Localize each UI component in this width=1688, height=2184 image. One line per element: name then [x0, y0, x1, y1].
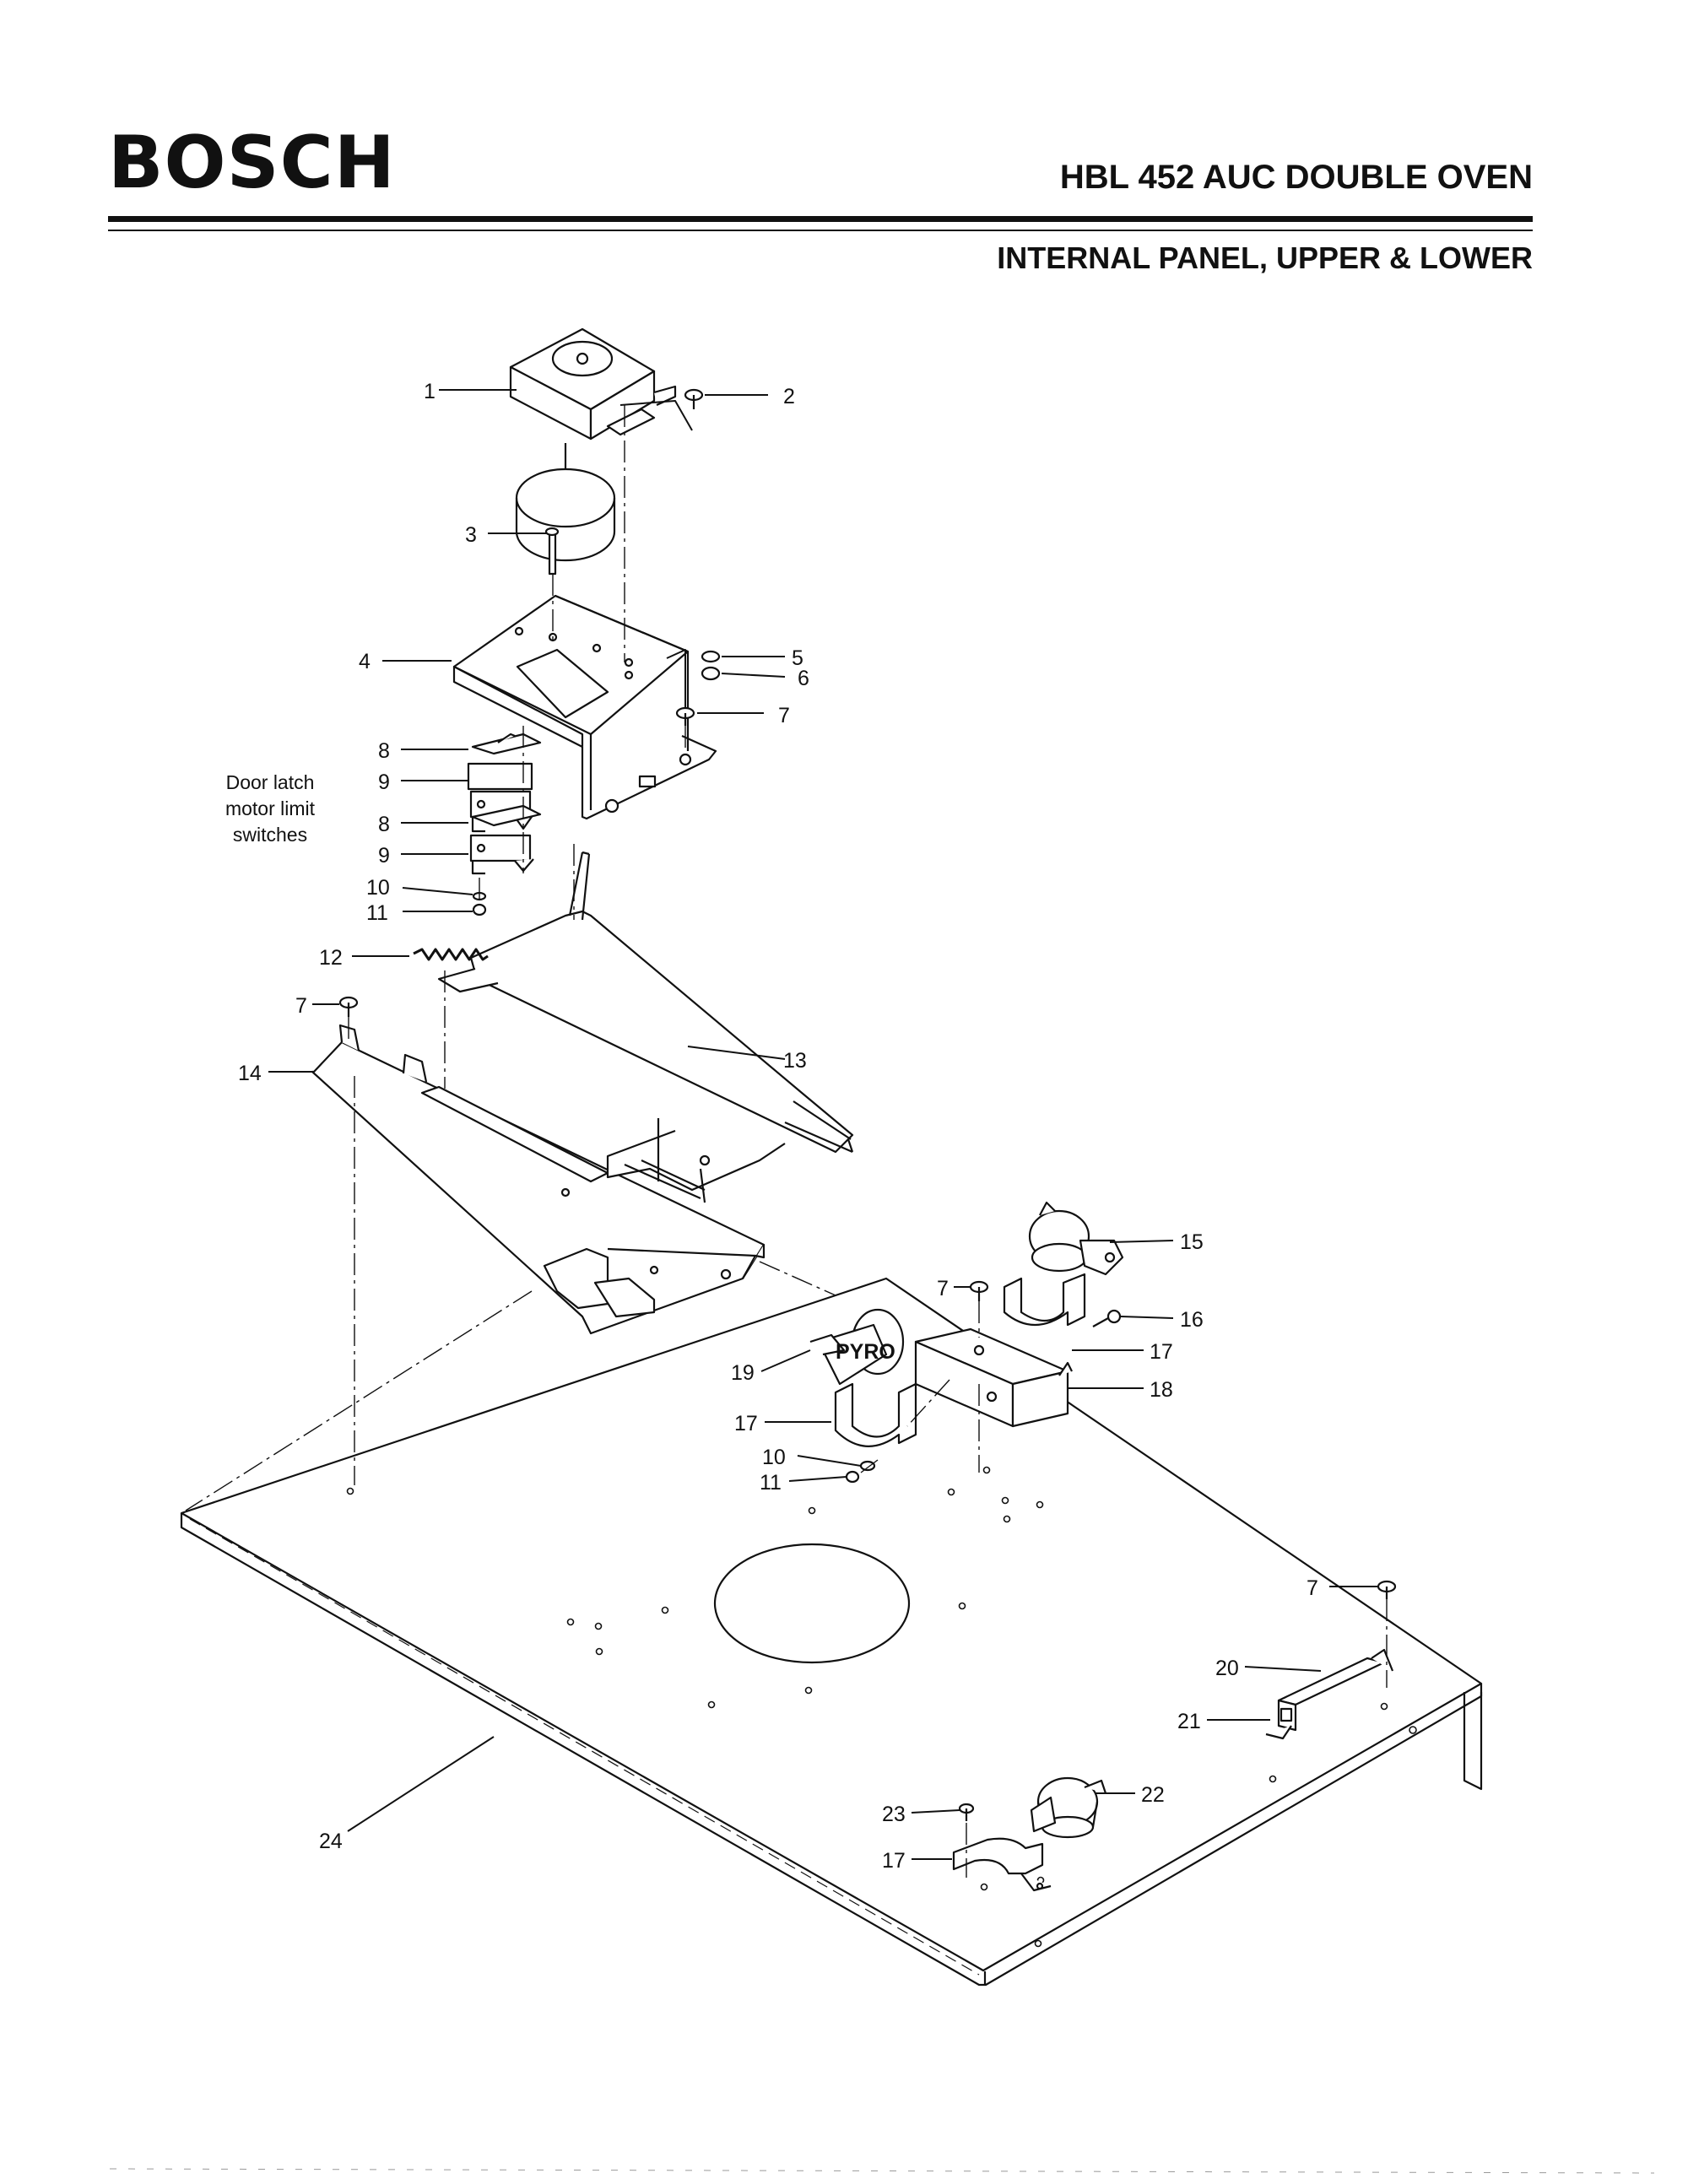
callout-number: 18	[1150, 1378, 1173, 1402]
nut-11-b	[845, 1470, 860, 1484]
callout-number: 5	[792, 646, 803, 670]
callout-number: 2	[783, 385, 795, 408]
small-hardware	[338, 388, 1397, 1821]
switch-note-line: motor limit	[225, 797, 316, 819]
callout-number: 10	[762, 1446, 786, 1469]
screw-23	[958, 1803, 975, 1821]
switch-note: Door latch motor limit switches	[207, 770, 333, 848]
clip-17-lower	[952, 1837, 1052, 1892]
header-rule-thick	[108, 216, 1533, 222]
callout-number: 7	[295, 994, 307, 1018]
callout-number: 23	[882, 1803, 906, 1826]
screw-2	[684, 388, 704, 409]
callout-number: 6	[798, 667, 809, 690]
callout-number: 7	[778, 704, 790, 727]
switch-note-line: Door latch	[225, 771, 315, 793]
callout-number: 22	[1141, 1783, 1165, 1807]
screw-7-b	[338, 996, 359, 1017]
callout-number: 20	[1215, 1657, 1239, 1680]
assembly-lines	[185, 405, 1388, 1878]
motor-bracket-4	[452, 594, 717, 820]
washer-5	[701, 650, 721, 663]
callout-number: 15	[1180, 1230, 1204, 1254]
callout-number: 9	[378, 844, 390, 868]
screw-7-d	[1377, 1580, 1397, 1599]
latch-rail-14	[311, 1024, 766, 1335]
leader-lines	[268, 389, 1377, 1860]
thermostat-bracket-18	[914, 1327, 1073, 1428]
callout-number: 1	[424, 380, 436, 403]
callout-number: 14	[238, 1062, 262, 1085]
nut-11-a	[472, 903, 487, 916]
callout-number: 13	[783, 1049, 807, 1073]
brand-logo: BOSCH	[108, 121, 396, 205]
panel-mounting-holes	[346, 1466, 1417, 1948]
pyro-label: PYRO	[836, 1340, 895, 1364]
scan-edge-line	[109, 2168, 1655, 2174]
callout-number: 4	[359, 650, 371, 673]
callout-number: 7	[937, 1277, 949, 1300]
screw-7-c	[969, 1280, 989, 1301]
callout-number: 8	[378, 813, 390, 836]
callout-number: 10	[366, 876, 390, 900]
callout-number: 16	[1180, 1308, 1204, 1332]
pyro-thermostat-19: PYRO	[809, 1308, 905, 1386]
latch-lever-13	[437, 851, 854, 1203]
washer-10-b	[859, 1460, 876, 1472]
callout-number: 17	[882, 1849, 906, 1873]
callout-number: 24	[319, 1830, 343, 1853]
callout-number: 3	[465, 523, 477, 547]
callout-number: 19	[731, 1361, 755, 1385]
thermostat-22	[1030, 1776, 1107, 1839]
header-rule-thin	[108, 230, 1533, 231]
callout-number: 17	[734, 1412, 758, 1435]
screw-7-a	[675, 706, 695, 726]
callout-number: 9	[378, 770, 390, 794]
clip-17-upper	[1003, 1273, 1086, 1327]
limit-switch-group-lower	[469, 804, 542, 875]
callout-number: 11	[366, 901, 388, 925]
thermostat-15	[1028, 1201, 1124, 1276]
callout-number: 7	[1307, 1576, 1318, 1600]
clip-17-left	[834, 1382, 917, 1447]
callout-number: 11	[760, 1471, 782, 1495]
pin-3	[544, 527, 560, 576]
door-latch-motor-1	[509, 327, 677, 562]
internal-panel-24	[180, 1277, 1483, 1987]
callout-number: 8	[378, 739, 390, 763]
spring-12	[413, 948, 489, 961]
model-title: HBL 452 AUC DOUBLE OVEN	[1059, 159, 1533, 196]
callout-numbers: 1 2 3 4 5 6 7 8 9 8 9 10 11 12 7 14 13 1…	[238, 380, 1318, 1873]
callout-number: 21	[1177, 1710, 1201, 1733]
bracket-20-21	[1265, 1648, 1394, 1740]
switch-note-line: switches	[232, 824, 308, 846]
screw-16	[1092, 1309, 1122, 1327]
section-title: INTERNAL PANEL, UPPER & LOWER	[997, 241, 1533, 275]
callout-number: 12	[319, 946, 343, 970]
callout-number: 17	[1150, 1340, 1173, 1364]
nut-6	[701, 666, 721, 681]
